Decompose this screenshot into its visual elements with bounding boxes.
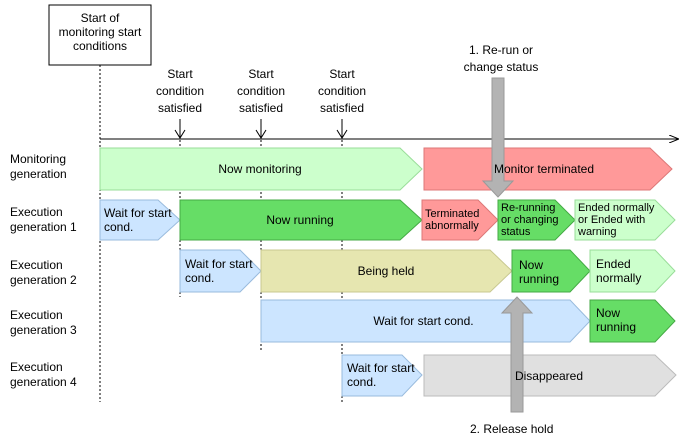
g4-wait-text: Wait for start cond.: [347, 361, 415, 389]
g3-running-text: Now running: [596, 306, 637, 334]
g2-running-block: [511, 249, 591, 293]
g1-ended-text: Ended normally or Ended with warning: [578, 202, 655, 238]
g2-wait-text: Wait for start cond.: [185, 257, 253, 285]
g4-disappeared-text: Disappeared: [514, 369, 584, 383]
g4-wait-block: [341, 354, 423, 397]
row-label-gen4: Execution generation 4: [10, 360, 77, 389]
g4-disappeared-block: [423, 354, 677, 397]
g2-held-text: Being held: [357, 264, 415, 278]
release-hold-arrow: [500, 296, 534, 413]
g1-wait-text: Wait for start cond.: [104, 206, 172, 234]
g1-rerunning-text: Re-running or changing status: [501, 202, 559, 238]
start-condition-arrow-3: [336, 119, 348, 139]
row-label-gen3: Execution generation 3: [10, 308, 77, 337]
now-monitoring-text: Now monitoring: [218, 162, 302, 176]
rerun-arrow: [481, 77, 515, 198]
start-box: [48, 4, 152, 66]
monitor-terminated-block: [423, 147, 673, 191]
g1-terminated-text: Terminated abnormally: [425, 208, 480, 232]
g3-running-block: [589, 299, 676, 343]
start-condition-label-1: Start condition satisfied: [155, 67, 205, 115]
start-condition-label-2: Start condition satisfied: [236, 67, 286, 115]
g1-rerunning-block: [497, 199, 576, 241]
row-label-monitoring: Monitoring generation: [10, 152, 67, 181]
g1-ended-block: [574, 199, 676, 241]
start-condition-label-3: Start condition satisfied: [317, 67, 367, 115]
g3-wait-text: Wait for start cond.: [373, 314, 474, 328]
g2-held-block: [260, 249, 513, 293]
start-condition-arrow-2: [255, 119, 267, 139]
g2-wait-block: [179, 249, 262, 293]
row-label-gen1: Execution generation 1: [10, 205, 77, 234]
g2-running-text: Now running: [519, 258, 560, 286]
release-hold-annotation: 2. Release hold: [470, 422, 554, 436]
g1-terminated-block: [421, 199, 499, 241]
g1-running-block: [179, 199, 423, 241]
g1-running-text: Now running: [266, 213, 334, 227]
now-monitoring-block: [99, 147, 423, 191]
monitor-terminated-text: Monitor terminated: [493, 162, 595, 176]
rerun-annotation: 1. Re-run or change status: [463, 43, 539, 74]
start-box-label: Start of monitoring start conditions: [58, 11, 142, 53]
g1-wait-block: [99, 199, 181, 241]
start-condition-arrow-1: [174, 119, 186, 139]
g2-ended-text: Ended normally: [596, 257, 642, 285]
g2-ended-block: [589, 249, 676, 293]
row-label-gen2: Execution generation 2: [10, 258, 77, 287]
